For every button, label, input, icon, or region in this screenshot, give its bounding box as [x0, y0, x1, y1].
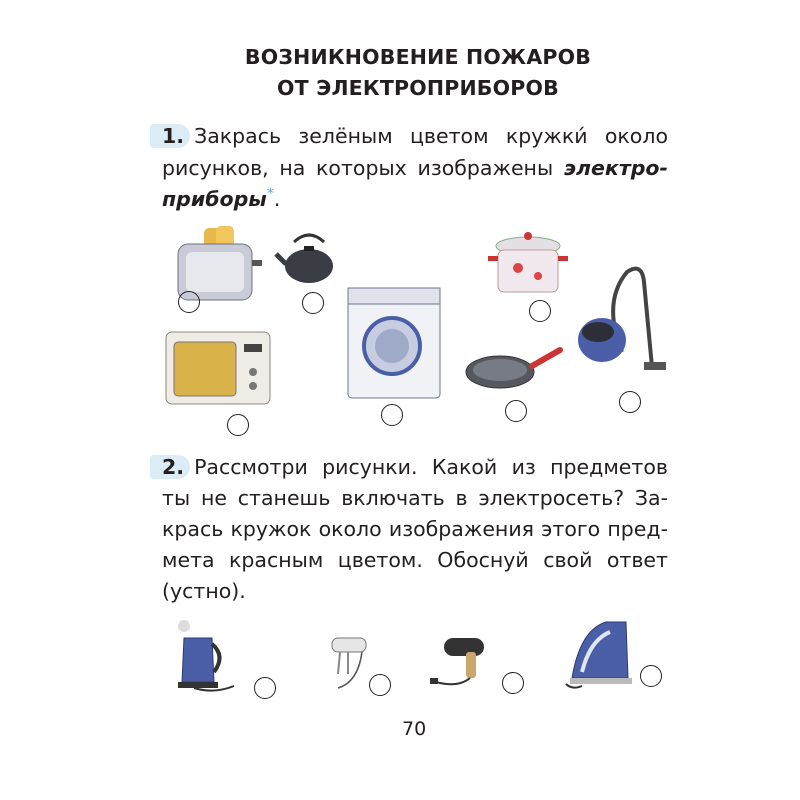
iron-circle[interactable] [640, 665, 662, 687]
electric-kettle-image [178, 620, 235, 692]
kettle-image [274, 233, 333, 283]
electric-kettle-circle[interactable] [254, 677, 276, 699]
task2-line-2: ты не станешь включать в электросеть? За… [162, 486, 668, 510]
microwave-circle[interactable] [227, 414, 249, 436]
task1-line-1: 1.Закрась зелёным цветом кружки́ около [150, 124, 668, 148]
page-title-line-1: ВОЗНИКНОВЕНИЕ ПОЖАРОВ [244, 45, 592, 69]
iron-image [565, 621, 632, 689]
task1-emphasis: приборы [162, 186, 267, 211]
period: . [273, 186, 281, 211]
frying-pan-circle[interactable] [505, 400, 527, 422]
asterisk-footnote: * [266, 186, 274, 202]
pot-circle[interactable] [529, 300, 551, 322]
task2-line-5: (устно). [162, 579, 246, 603]
kettle-circle[interactable] [302, 292, 324, 314]
task2-line-3: крась кружок около изображения этого пре… [162, 517, 668, 541]
washing-machine-image [347, 287, 441, 399]
task2-number: 2. [150, 455, 191, 479]
task1-number: 1. [150, 124, 191, 148]
vacuum-cleaner-image [578, 266, 666, 370]
mixer-circle[interactable] [369, 674, 391, 696]
toaster-circle[interactable] [178, 291, 200, 313]
page-number: 70 [402, 718, 427, 740]
washing-machine-circle[interactable] [381, 404, 403, 426]
page-title-line-2: ОТ ЭЛЕКТРОПРИБОРОВ [277, 76, 559, 100]
task2-line-1: 2.Рассмотри рисунки. Какой из предметов [150, 455, 668, 479]
hair-dryer-circle[interactable] [502, 672, 524, 694]
task1-text: рисунков, на которых изображены [162, 156, 564, 180]
task2-line-4: мета красным цветом. Обоснуй свой ответ [162, 548, 668, 572]
microwave-image [165, 331, 271, 405]
pot-image [488, 232, 568, 293]
frying-pan-image [465, 347, 563, 389]
toaster-image [177, 226, 262, 301]
task1-line-3: приборы*. [162, 186, 668, 211]
task1-emphasis: электро- [563, 156, 668, 180]
vacuum-cleaner-circle[interactable] [619, 391, 641, 413]
hair-dryer-image [430, 638, 484, 686]
task1-line-2: рисунков, на которых изображены электро- [162, 156, 668, 180]
mixer-image [331, 637, 367, 689]
task1-text: Закрась зелёным цветом кружки́ около [194, 124, 668, 148]
task2-text: Рассмотри рисунки. Какой из предметов [194, 455, 668, 479]
